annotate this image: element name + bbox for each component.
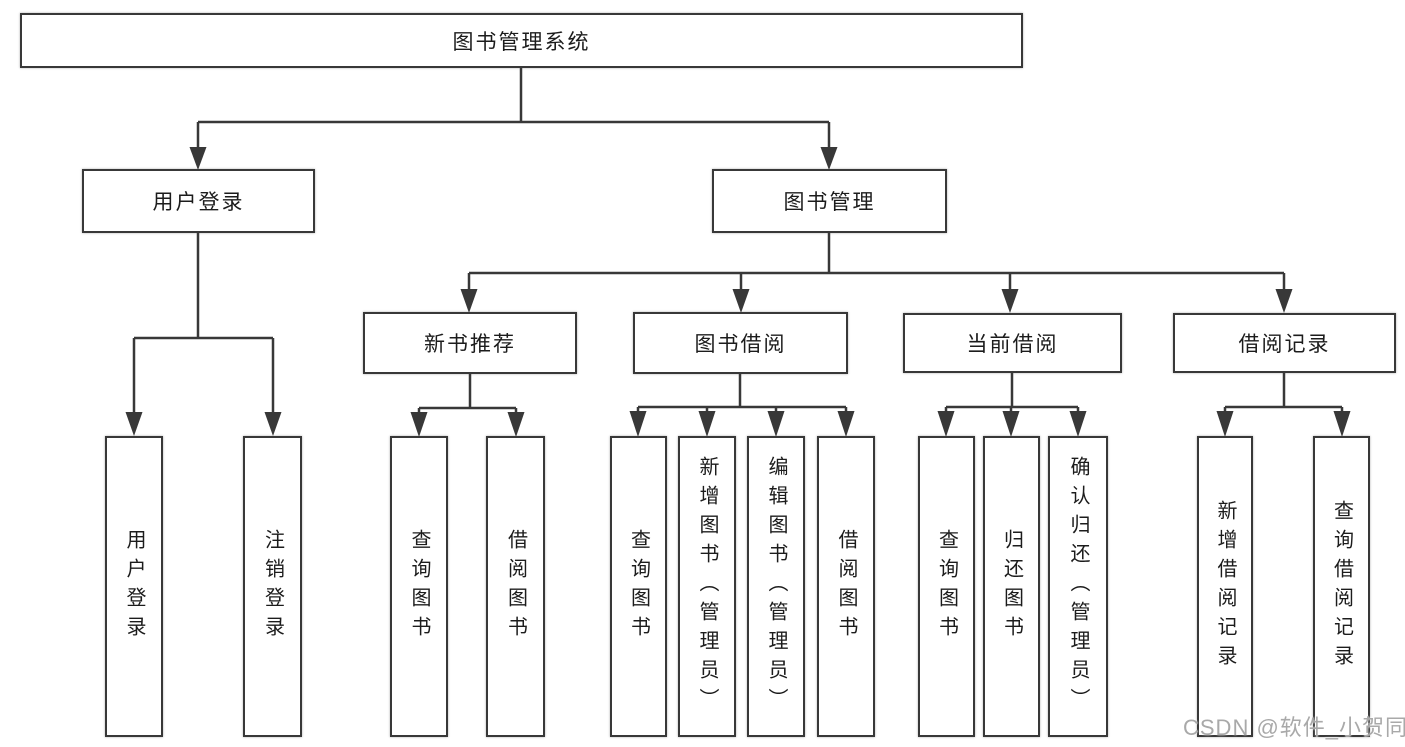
arrowhead-icon bbox=[1333, 411, 1351, 437]
arrowhead-icon bbox=[937, 411, 955, 437]
arrowhead-icon bbox=[629, 411, 647, 437]
leaf-logout: 注销登录 bbox=[243, 436, 302, 737]
arrowhead-icon bbox=[732, 289, 750, 313]
arrowhead-icon bbox=[820, 147, 838, 170]
node-user-login: 用户登录 bbox=[82, 169, 315, 233]
node-library-system: 图书管理系统 bbox=[20, 13, 1023, 68]
leaf-query-books-borrowing: 查询图书 bbox=[610, 436, 667, 737]
leaf-query-books-current: 查询图书 bbox=[918, 436, 975, 737]
node-book-management: 图书管理 bbox=[712, 169, 947, 233]
node-new-book-recommendation: 新书推荐 bbox=[363, 312, 577, 374]
node-book-borrowing: 图书借阅 bbox=[633, 312, 848, 374]
leaf-query-borrowing-record: 查询借阅记录 bbox=[1313, 436, 1370, 737]
arrowhead-icon bbox=[767, 411, 785, 437]
leaf-confirm-return-admin: 确认归还（管理员） bbox=[1048, 436, 1108, 737]
node-current-borrowing: 当前借阅 bbox=[903, 313, 1122, 373]
arrowhead-icon bbox=[189, 147, 207, 170]
leaf-add-book-admin: 新增图书（管理员） bbox=[678, 436, 736, 737]
arrowhead-icon bbox=[125, 412, 143, 436]
arrowhead-icon bbox=[1069, 411, 1087, 437]
arrowhead-icon bbox=[264, 412, 282, 436]
arrowhead-icon bbox=[460, 289, 478, 313]
arrowhead-icon bbox=[698, 411, 716, 437]
arrowhead-icon bbox=[1275, 289, 1293, 313]
arrowhead-icon bbox=[837, 411, 855, 437]
leaf-edit-book-admin: 编辑图书（管理员） bbox=[747, 436, 805, 737]
connector-path bbox=[132, 68, 1344, 412]
leaf-return-books: 归还图书 bbox=[983, 436, 1040, 737]
leaf-query-books-recommendation: 查询图书 bbox=[390, 436, 448, 737]
arrowhead-icon bbox=[410, 412, 428, 437]
leaf-borrow-books: 借阅图书 bbox=[817, 436, 875, 737]
node-borrowing-records: 借阅记录 bbox=[1173, 313, 1396, 373]
arrowhead-icon bbox=[1216, 411, 1234, 437]
arrowhead-icon bbox=[1001, 289, 1019, 313]
leaf-borrow-books-recommendation: 借阅图书 bbox=[486, 436, 545, 737]
arrowhead-icon bbox=[1002, 411, 1020, 437]
leaf-user-login: 用户登录 bbox=[105, 436, 163, 737]
watermark: CSDN @软件_小贺同学 bbox=[1183, 715, 1405, 740]
arrowhead-icon bbox=[507, 412, 525, 437]
leaf-add-borrowing-record: 新增借阅记录 bbox=[1197, 436, 1253, 737]
